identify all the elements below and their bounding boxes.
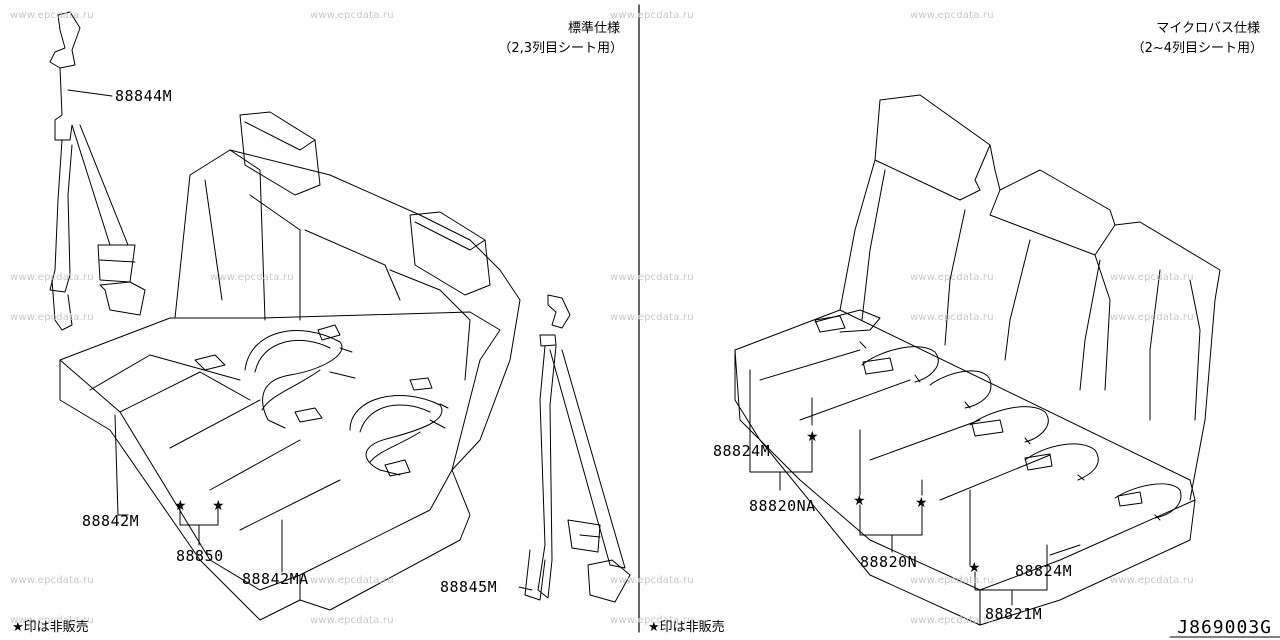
watermark: www.epcdata.ru bbox=[10, 575, 94, 586]
watermark: www.epcdata.ru bbox=[210, 272, 294, 283]
star-icon: ★ bbox=[968, 560, 981, 576]
belt-88845M bbox=[524, 294, 631, 603]
diagram-code: J869003G bbox=[1177, 617, 1272, 638]
watermark: www.epcdata.ru bbox=[610, 10, 694, 21]
part-label-88842M[interactable]: 88842M bbox=[82, 512, 140, 530]
right-spec-subtitle: （2~4列目シート用） bbox=[1131, 41, 1263, 56]
star-icon: ★ bbox=[853, 493, 866, 509]
part-label-88824M[interactable]: 88824M bbox=[713, 442, 771, 460]
star-icon: ★ bbox=[915, 495, 928, 511]
part-label-88820N[interactable]: 88820N bbox=[860, 553, 918, 571]
center-belts-left bbox=[194, 324, 449, 477]
rear-bench-seat-left bbox=[59, 111, 521, 621]
part-label-88845M[interactable]: 88845M bbox=[440, 578, 498, 596]
part-label-88821M[interactable]: 88821M bbox=[985, 605, 1043, 623]
part-label-88842MA[interactable]: 88842MA bbox=[242, 570, 309, 588]
left-star-note: ★印は非販売 bbox=[12, 620, 89, 635]
right-star-note: ★印は非販売 bbox=[648, 620, 725, 635]
right-spec-title: マイクロバス仕様 bbox=[1156, 21, 1260, 36]
watermark: www.epcdata.ru bbox=[910, 312, 994, 323]
watermark: www.epcdata.ru bbox=[10, 312, 94, 323]
watermark: www.epcdata.ru bbox=[910, 575, 994, 586]
belt-88844M bbox=[49, 11, 146, 331]
watermark: www.epcdata.ru bbox=[610, 575, 694, 586]
watermark: www.epcdata.ru bbox=[610, 312, 694, 323]
headrest-left-1 bbox=[239, 111, 321, 196]
watermark: www.epcdata.ru bbox=[10, 272, 94, 283]
watermark: www.epcdata.ru bbox=[1110, 272, 1194, 283]
watermark: www.epcdata.ru bbox=[310, 615, 394, 626]
watermark: www.epcdata.ru bbox=[10, 615, 94, 626]
headrest-left-2 bbox=[409, 211, 491, 296]
leader-88844M bbox=[67, 89, 113, 97]
part-label-88824M-b[interactable]: 88824M bbox=[1015, 562, 1073, 580]
watermark: www.epcdata.ru bbox=[610, 272, 694, 283]
watermark: www.epcdata.ru bbox=[10, 10, 94, 21]
star-icon: ★ bbox=[174, 498, 187, 514]
left-spec-subtitle: （2,3列目シート用） bbox=[498, 41, 623, 56]
watermark: www.epcdata.ru bbox=[910, 272, 994, 283]
watermark: www.epcdata.ru bbox=[910, 10, 994, 21]
watermark: www.epcdata.ru bbox=[310, 10, 394, 21]
watermark: www.epcdata.ru bbox=[1110, 312, 1194, 323]
star-icon: ★ bbox=[806, 429, 819, 445]
watermark: www.epcdata.ru bbox=[310, 575, 394, 586]
part-label-88850[interactable]: 88850 bbox=[176, 547, 224, 565]
left-spec-title: 標準仕様 bbox=[567, 21, 620, 36]
microbus-seats-right bbox=[734, 94, 1221, 626]
part-label-88844M[interactable]: 88844M bbox=[115, 87, 173, 105]
watermark: www.epcdata.ru bbox=[910, 615, 994, 626]
watermark: www.epcdata.ru bbox=[610, 615, 694, 626]
star-icon: ★ bbox=[212, 498, 225, 514]
lap-belts-right bbox=[814, 309, 1182, 521]
watermark: www.epcdata.ru bbox=[1110, 575, 1194, 586]
part-label-88820NA[interactable]: 88820NA bbox=[749, 497, 816, 515]
